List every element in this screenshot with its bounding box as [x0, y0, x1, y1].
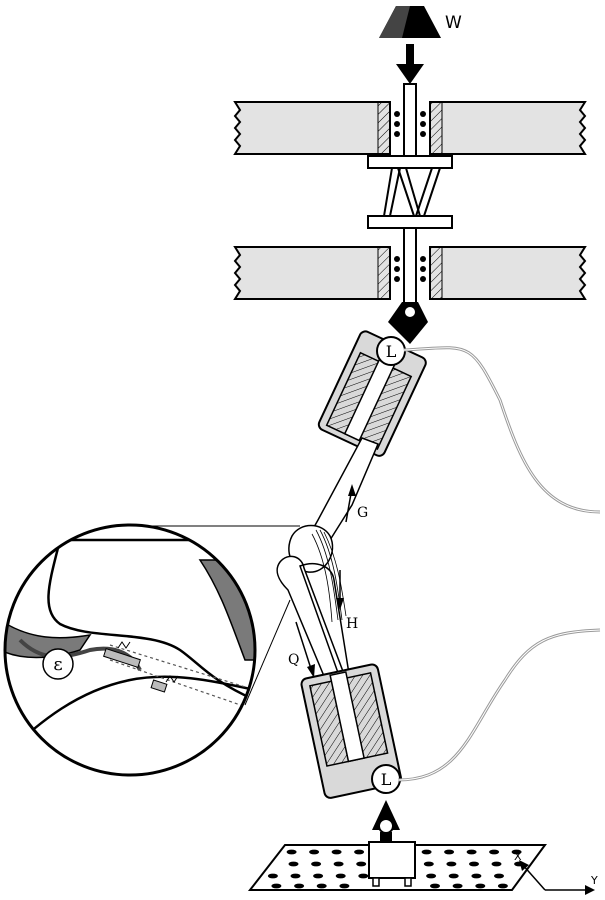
strain-label-circle	[42, 648, 74, 680]
axis-y-label: Y	[590, 874, 598, 887]
base-hole	[469, 861, 479, 867]
base-hole	[471, 873, 482, 879]
base-hole	[491, 861, 502, 867]
upper-bearing-balls	[394, 111, 426, 137]
base-hole	[331, 849, 342, 855]
strain-sensor	[103, 641, 179, 693]
base-hole	[354, 849, 365, 855]
base-hole	[452, 883, 463, 889]
force-h-label: H	[346, 616, 358, 632]
force-arrow-g	[345, 484, 356, 523]
base-hole	[423, 861, 434, 867]
base-hole	[288, 861, 299, 867]
upper-plate	[233, 101, 587, 155]
strain-label: ε	[53, 654, 62, 675]
base-hole	[290, 873, 301, 879]
lower-load-cell-label: L	[381, 770, 392, 789]
loading-shaft	[367, 83, 453, 309]
base-hole	[313, 873, 324, 879]
base-hole	[497, 883, 508, 889]
weight-label: W	[445, 13, 462, 33]
lower-bearing-balls	[394, 256, 426, 282]
base-hole	[426, 873, 437, 879]
base-hole	[446, 861, 457, 867]
base-hole	[271, 883, 282, 889]
weight-block	[379, 6, 441, 38]
force-g-label: G	[357, 505, 368, 521]
upper-joint	[388, 302, 428, 344]
magnified-inset: ε	[3, 523, 257, 777]
base-hole	[339, 883, 350, 889]
base-hole	[358, 873, 369, 879]
sensor-cables	[397, 346, 601, 782]
base-hole	[444, 849, 455, 855]
base-hole	[448, 873, 459, 879]
base-hole	[333, 861, 344, 867]
lower-plate	[233, 246, 587, 300]
base-hole	[430, 883, 440, 889]
sensor-cables-core	[397, 347, 601, 781]
upper-load-cell-label: L	[386, 342, 397, 361]
base-hole	[309, 849, 320, 855]
zoom-connector-lines	[150, 525, 300, 706]
force-arrow-q	[295, 621, 315, 678]
base-hole	[494, 873, 504, 879]
base-hole	[466, 849, 477, 855]
ligament-fibers	[311, 529, 347, 623]
force-arrow-h	[336, 570, 344, 610]
base-hole	[421, 849, 432, 855]
base-hole	[511, 849, 522, 855]
base-hole	[356, 861, 367, 867]
base-fixture	[368, 841, 416, 887]
base-hole	[475, 883, 486, 889]
base-hole	[489, 849, 500, 855]
lower-specimen-holder	[300, 663, 402, 799]
base-hole	[316, 883, 327, 889]
base-holes	[267, 849, 525, 889]
base-hole	[294, 883, 305, 889]
base-hole	[335, 873, 346, 879]
lower-joint	[372, 800, 400, 842]
force-q-label: Q	[288, 652, 299, 668]
axis-x-label: X	[514, 850, 522, 863]
base-hole	[286, 849, 297, 855]
base-hole	[311, 861, 322, 867]
axis-indicator	[519, 860, 595, 895]
base-hole	[267, 873, 278, 879]
load-arrow	[396, 44, 424, 84]
